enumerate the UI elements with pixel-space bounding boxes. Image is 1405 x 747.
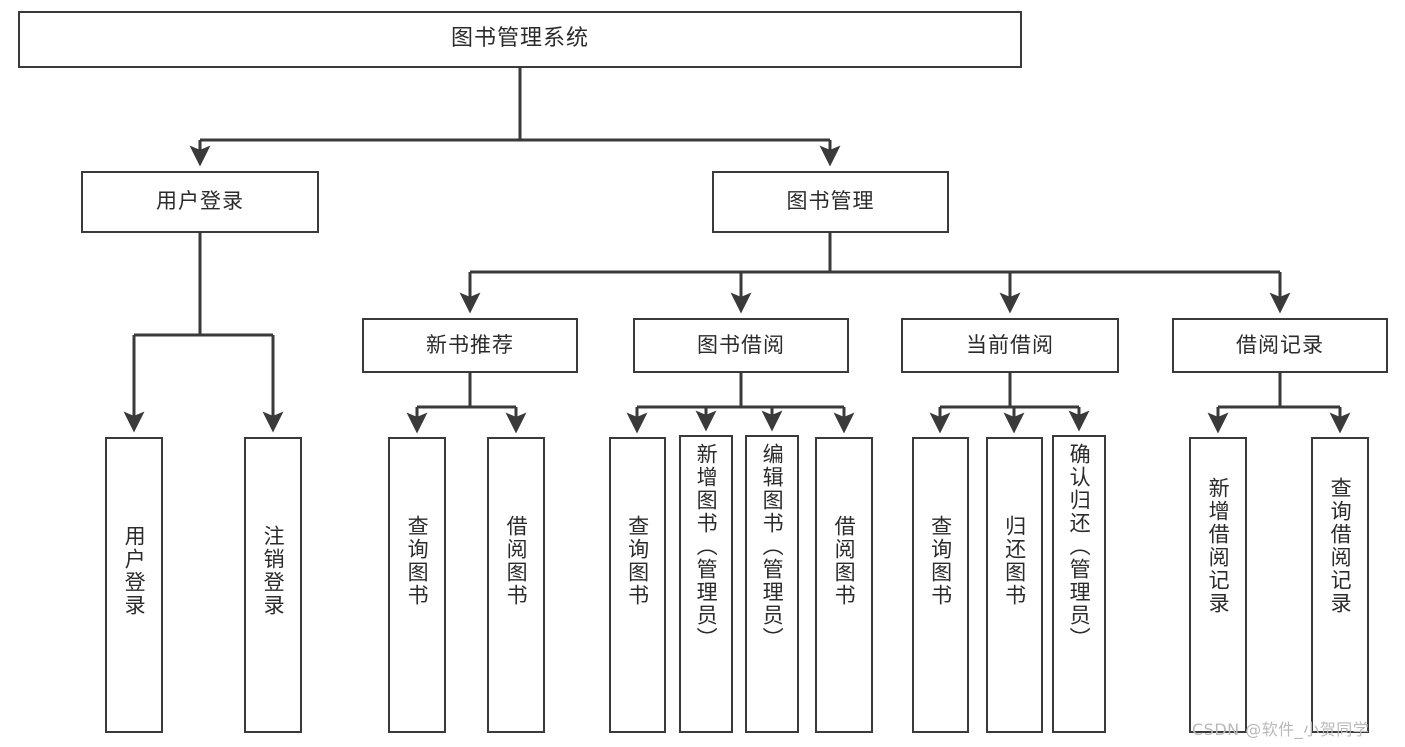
node-leaf-query-borrow-record-label: 查询借阅记录	[1328, 477, 1353, 615]
node-current-borrow-label: 当前借阅	[966, 332, 1054, 357]
node-new-book-recommend[interactable]: 新书推荐	[362, 318, 578, 373]
node-leaf-query-book-2[interactable]: 查询图书	[609, 437, 666, 733]
node-leaf-add-book-admin-label: 新增图书（管理员）	[694, 443, 719, 650]
csdn-watermark: CSDN @软件_小贺同学	[1192, 720, 1370, 739]
node-root[interactable]: 图书管理系统	[18, 11, 1022, 68]
node-leaf-return-book-label: 归还图书	[1002, 515, 1027, 607]
node-book-borrow[interactable]: 图书借阅	[633, 318, 849, 373]
node-leaf-add-borrow-record-label: 新增借阅记录	[1206, 477, 1231, 615]
node-leaf-confirm-return-admin[interactable]: 确认归还（管理员）	[1052, 435, 1106, 733]
node-borrow-record[interactable]: 借阅记录	[1172, 318, 1388, 373]
node-new-book-recommend-label: 新书推荐	[426, 332, 514, 357]
node-leaf-add-book-admin[interactable]: 新增图书（管理员）	[679, 435, 733, 733]
node-leaf-edit-book-admin-label: 编辑图书（管理员）	[760, 443, 785, 650]
node-leaf-edit-book-admin[interactable]: 编辑图书（管理员）	[745, 435, 799, 733]
node-leaf-return-book[interactable]: 归还图书	[986, 437, 1043, 733]
node-user-login[interactable]: 用户登录	[81, 171, 319, 233]
node-borrow-record-label: 借阅记录	[1236, 332, 1324, 357]
node-leaf-confirm-return-admin-label: 确认归还（管理员）	[1067, 443, 1092, 650]
node-leaf-user-logout[interactable]: 注销登录	[244, 437, 302, 733]
root-branch	[189, 68, 841, 167]
book-borrow-branch	[626, 373, 855, 434]
node-root-label: 图书管理系统	[450, 26, 589, 52]
node-leaf-query-borrow-record[interactable]: 查询借阅记录	[1311, 437, 1369, 733]
node-leaf-user-logout-label: 注销登录	[261, 525, 286, 617]
user-login-branch	[123, 233, 284, 433]
node-leaf-query-book-3[interactable]: 查询图书	[912, 437, 969, 733]
node-leaf-query-book-1[interactable]: 查询图书	[388, 437, 446, 733]
node-leaf-query-book-1-label: 查询图书	[405, 515, 430, 607]
book-manage-branch	[459, 233, 1291, 314]
node-book-borrow-label: 图书借阅	[697, 332, 785, 357]
node-leaf-user-login[interactable]: 用户登录	[105, 437, 163, 733]
node-current-borrow[interactable]: 当前借阅	[901, 318, 1119, 373]
new-book-recommend-branch	[406, 373, 527, 434]
node-leaf-borrow-book-2-label: 借阅图书	[832, 515, 857, 607]
node-leaf-query-book-2-label: 查询图书	[625, 515, 650, 607]
node-leaf-borrow-book-2[interactable]: 借阅图书	[815, 437, 873, 733]
node-leaf-add-borrow-record[interactable]: 新增借阅记录	[1189, 437, 1247, 733]
current-borrow-branch	[929, 373, 1090, 434]
node-leaf-borrow-book-1-label: 借阅图书	[504, 515, 529, 607]
node-book-manage-label: 图书管理	[786, 189, 875, 214]
node-leaf-query-book-3-label: 查询图书	[928, 515, 953, 607]
node-leaf-borrow-book-1[interactable]: 借阅图书	[487, 437, 545, 733]
borrow-record-branch	[1207, 373, 1351, 434]
node-user-login-label: 用户登录	[156, 189, 244, 214]
node-leaf-user-login-label: 用户登录	[122, 525, 147, 617]
node-book-manage[interactable]: 图书管理	[712, 171, 949, 233]
